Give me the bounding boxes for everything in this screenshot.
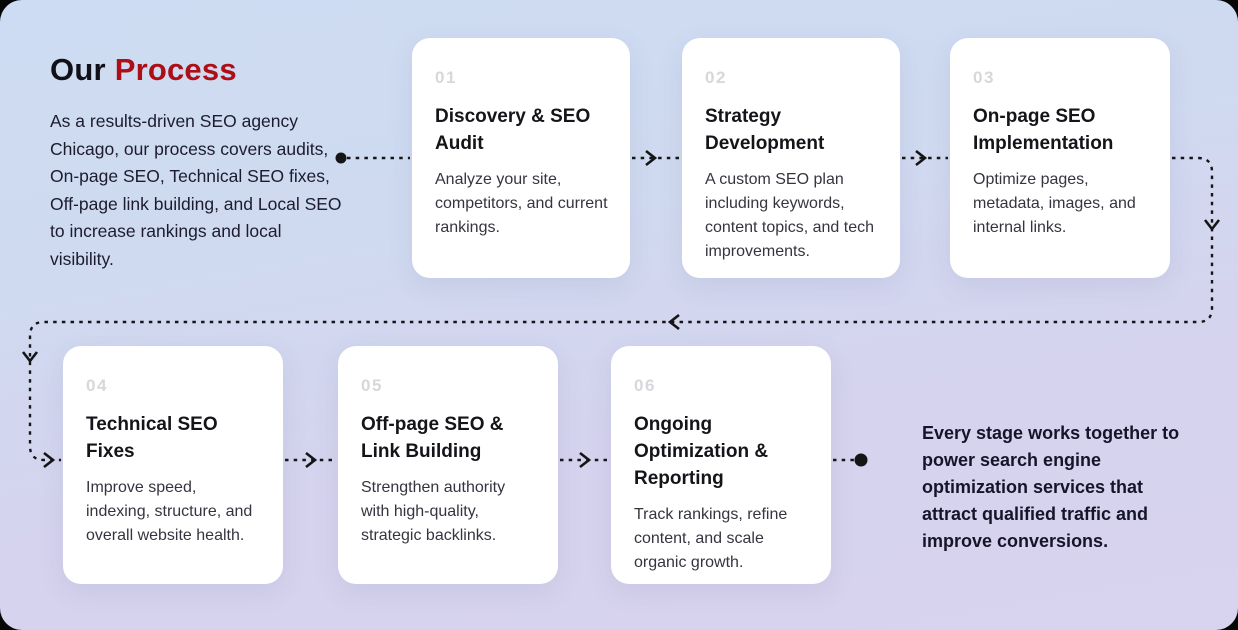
step-card-strategy-development: 02 Strategy Development A custom SEO pla… [682,38,900,278]
step-title: Discovery & SEO Audit [435,106,591,154]
arrow-down-icon [21,351,39,364]
step-card-offpage-link-building: 05 Off-page SEO & Link Building Strength… [338,346,558,584]
arrow-right-icon [305,451,318,469]
arrow-down-icon [1203,219,1221,232]
step-description: Improve speed, indexing, structure, and … [86,479,253,544]
step-title: Off-page SEO & Link Building [361,414,504,462]
step-title: Technical SEO Fixes [86,414,218,462]
step-card-discovery-audit: 01 Discovery & SEO Audit Analyze your si… [412,38,630,278]
outro-paragraph: Every stage works together to power sear… [922,423,1180,551]
step-card-technical-fixes: 04 Technical SEO Fixes Improve speed, in… [63,346,283,584]
page-title-prefix: Our [50,52,106,87]
page-title-highlight: Process [114,52,237,87]
flow-end-dot-icon [854,453,868,467]
step-description: A custom SEO plan including keywords, co… [705,171,874,260]
step-title: On-page SEO Implementation [973,106,1114,154]
step-title: Strategy Development [705,106,825,154]
arrow-right-icon [645,149,658,167]
step-description: Strengthen authority with high-quality, … [361,479,506,544]
step-number: 03 [973,68,995,87]
step-title: Ongoing Optimization & Reporting [634,414,769,489]
step-description: Optimize pages, metadata, images, and in… [973,171,1136,236]
step-description: Analyze your site, competitors, and curr… [435,171,608,236]
step-number: 02 [705,68,727,87]
step-number: 05 [361,376,383,395]
arrow-right-icon [43,451,56,469]
step-number: 04 [86,376,108,395]
arrow-right-icon [915,149,928,167]
intro-paragraph: As a results-driven SEO agency Chicago, … [50,111,342,269]
step-number: 06 [634,376,656,395]
arrow-right-icon [579,451,592,469]
outro-block: Every stage works together to power sear… [922,420,1190,555]
arrow-left-icon [667,313,680,331]
step-number: 01 [435,68,457,87]
step-description: Track rankings, refine content, and scal… [634,506,788,571]
step-card-onpage-implementation: 03 On-page SEO Implementation Optimize p… [950,38,1170,278]
step-card-ongoing-optimization: 06 Ongoing Optimization & Reporting Trac… [611,346,831,584]
